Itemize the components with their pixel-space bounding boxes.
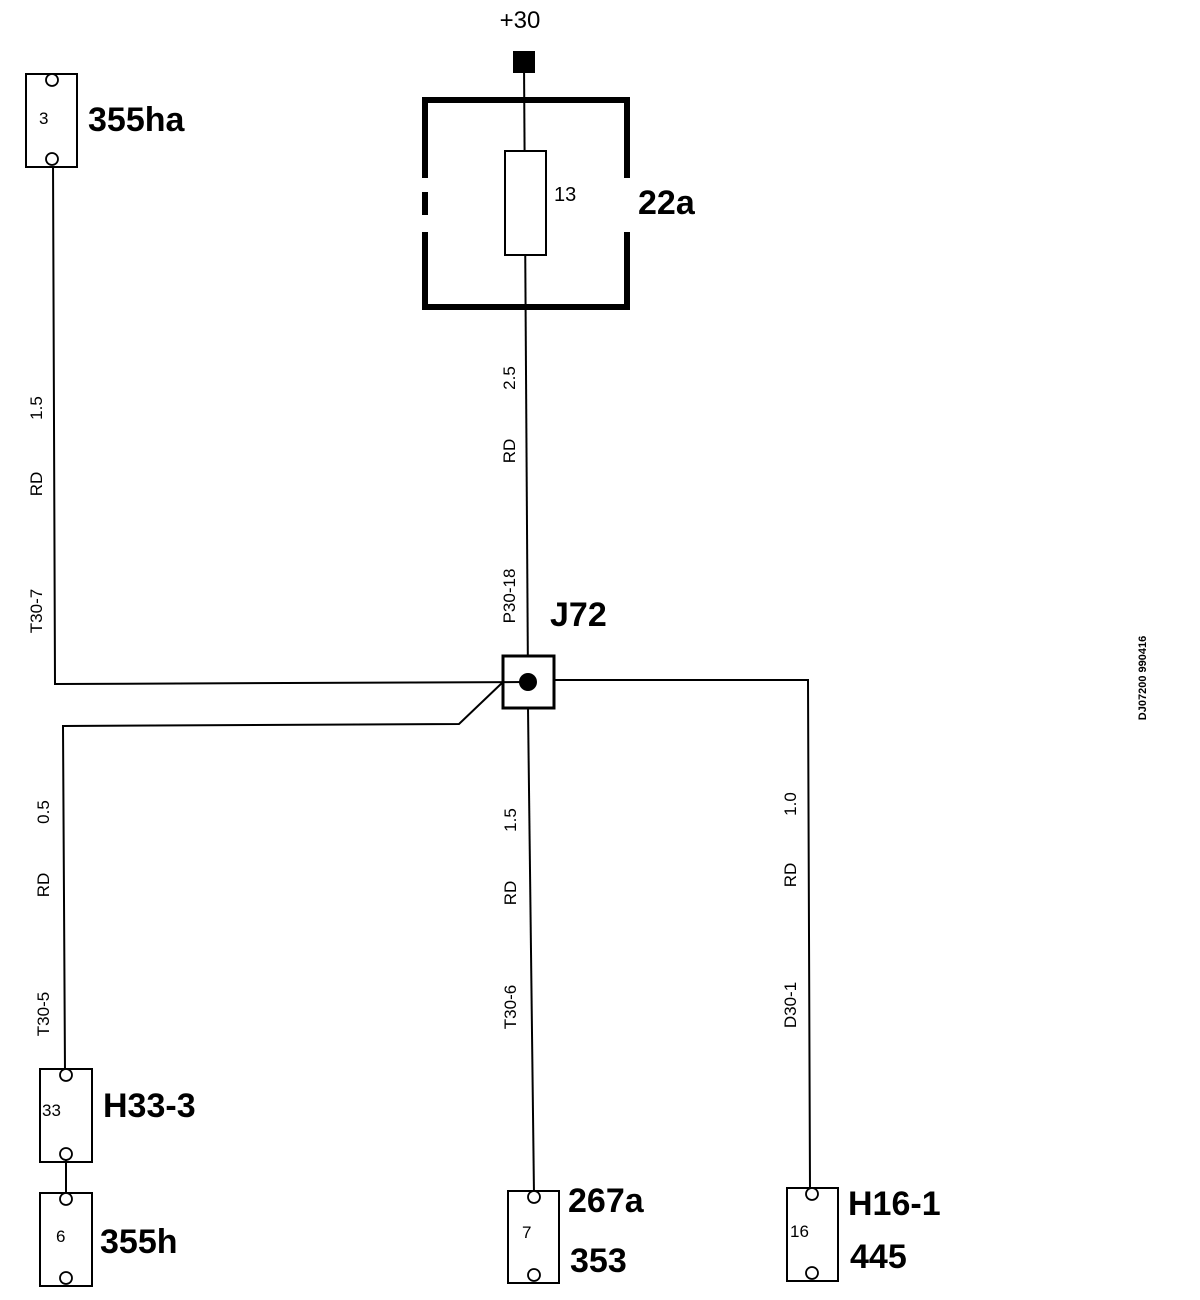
- right-wire-size: 1.0: [781, 792, 800, 816]
- connector-h33-3: 33: [39, 1068, 93, 1163]
- left-bottom-wire-color: RD: [34, 873, 53, 898]
- left-top-wire-color: RD: [27, 472, 46, 497]
- connector-h33-3-pin: 33: [42, 1101, 61, 1120]
- wire-t30-6: [527, 707, 535, 1196]
- center-wire-color: RD: [501, 881, 520, 906]
- wire-t30-7: [52, 159, 529, 686]
- connector-355ha: 3: [25, 73, 78, 168]
- connector-267a-pin: 7: [522, 1223, 531, 1242]
- document-id: DJ07200 990416: [1137, 636, 1149, 720]
- wire-d30-1: [554, 679, 811, 1191]
- connector-h16-1: 16: [786, 1187, 839, 1282]
- connector-267a-label: 267a: [568, 1182, 645, 1220]
- center-wire-id: T30-6: [501, 985, 520, 1029]
- connector-h16-1-label: H16-1: [848, 1185, 941, 1223]
- connector-267a-label2: 353: [570, 1242, 627, 1280]
- supply-label: +30: [500, 7, 541, 34]
- left-top-wire-id: T30-7: [27, 589, 46, 633]
- main-wire-color: RD: [500, 439, 519, 464]
- main-wire-id: P30-18: [500, 569, 519, 624]
- center-wire-size: 1.5: [501, 808, 520, 832]
- fuse-box-22a: 13: [422, 97, 630, 310]
- connector-355h-pin: 6: [56, 1227, 65, 1246]
- connector-355ha-pin: 3: [39, 109, 48, 128]
- right-wire-id: D30-1: [781, 982, 800, 1028]
- fuse-number: 13: [554, 184, 576, 206]
- connector-355h-label: 355h: [100, 1223, 178, 1261]
- connector-h16-1-pin: 16: [790, 1222, 809, 1241]
- left-bottom-wire-size: 0.5: [34, 800, 53, 824]
- left-bottom-wire-id: T30-5: [34, 992, 53, 1036]
- fuse-element: [504, 150, 547, 256]
- wire-t30-5: [61, 681, 504, 1074]
- fuse-box-label: 22a: [638, 184, 696, 222]
- connector-355ha-label: 355ha: [88, 101, 185, 139]
- junction-label: J72: [550, 596, 607, 634]
- right-wire-color: RD: [781, 863, 800, 888]
- left-top-wire-size: 1.5: [27, 396, 46, 420]
- main-wire-size: 2.5: [500, 366, 519, 390]
- connector-h16-1-label2: 445: [850, 1238, 907, 1276]
- connector-h33-3-label: H33-3: [103, 1087, 196, 1125]
- connector-267a: 7: [507, 1190, 560, 1284]
- connector-355h: 6: [39, 1192, 93, 1287]
